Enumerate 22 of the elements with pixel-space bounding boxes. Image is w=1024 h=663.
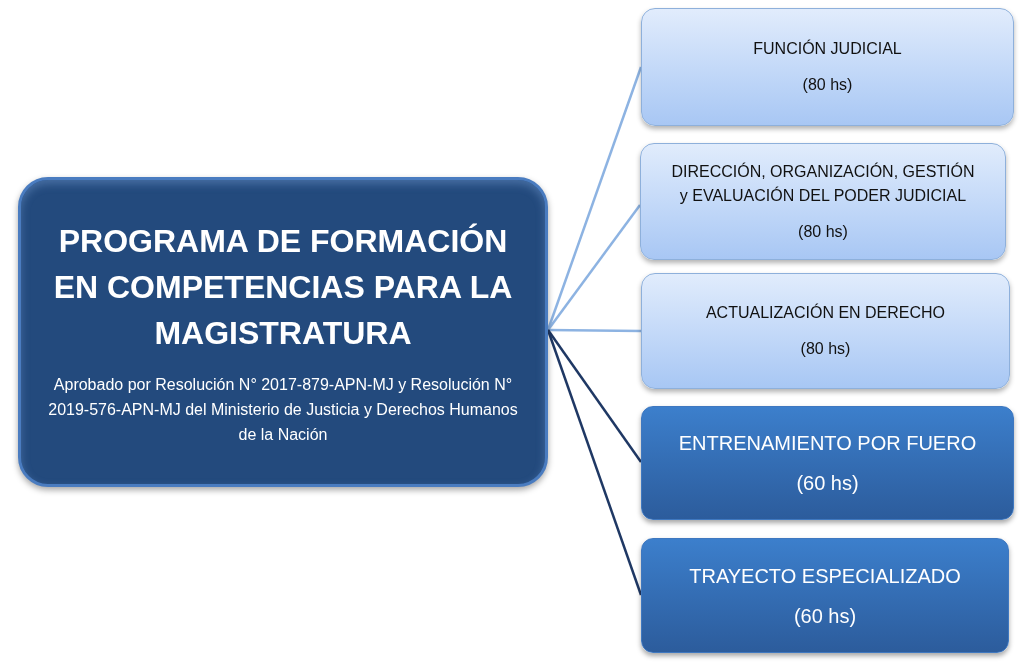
hours-label: (80 hs)	[800, 339, 851, 359]
hours-label: (60 hs)	[796, 471, 859, 496]
module-title: FUNCIÓN JUDICIAL	[753, 38, 902, 59]
module-box	[641, 8, 1014, 126]
module-box	[640, 143, 1006, 260]
hours-label: (60 hs)	[793, 603, 857, 629]
module-title: DIRECCIÓN, ORGANIZACIÓN, GESTIÓN y EVALUACIÓN DEL PODER JUDICIAL	[670, 161, 976, 206]
module-box	[641, 538, 1009, 653]
module-title: ENTRENAMIENTO POR FUERO	[678, 431, 977, 456]
module-title: TRAYECTO ESPECIALIZADO	[689, 563, 961, 589]
connector-line	[547, 204, 641, 331]
hours-label: (80 hs)	[798, 221, 848, 242]
program-title: PROGRAMA DE FORMACIÓN EN COMPETENCIAS PARA LA MAGISTRATURA	[52, 221, 514, 353]
connector-line	[548, 328, 641, 333]
connector-line	[546, 329, 643, 463]
program-box	[18, 177, 548, 487]
connector-line	[546, 329, 643, 596]
module-box	[641, 406, 1014, 520]
module-box	[641, 273, 1010, 389]
hours-label: (80 hs)	[802, 75, 853, 95]
module-title: ACTUALIZACIÓN EN DERECHO	[705, 302, 946, 323]
approval-note: Aprobado por Resolución N° 2017-879-APN-MJ y Resolución N° 2019-576-APN-MJ del Ministerio de Justicia y Derechos Humanos de la Nación	[47, 374, 519, 445]
